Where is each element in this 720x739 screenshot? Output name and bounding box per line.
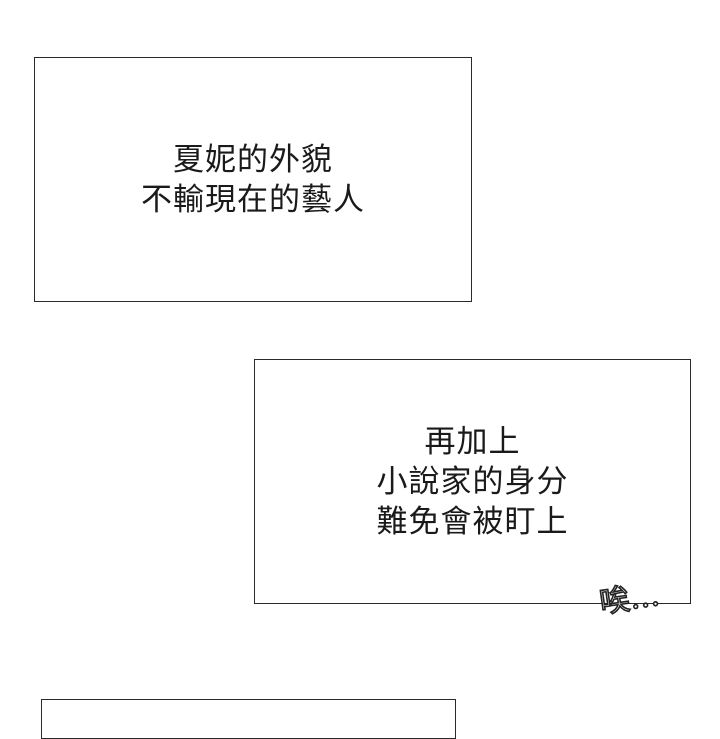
caption-line: 夏妮的外貌 [173,141,333,178]
caption-box-3 [41,699,456,739]
caption-line: 不輸現在的藝人 [141,181,365,218]
caption-box-1: 夏妮的外貌 不輸現在的藝人 [34,57,472,302]
sigh-sound-effect-text: 唉… [597,577,663,622]
caption-line: 再加上 [424,423,521,460]
caption-box-2: 再加上 小說家的身分 難免會被盯上 [254,359,691,604]
caption-line: 小說家的身分 [376,463,569,500]
caption-line: 難免會被盯上 [376,503,569,540]
sigh-sound-effect: 唉… [597,577,680,624]
